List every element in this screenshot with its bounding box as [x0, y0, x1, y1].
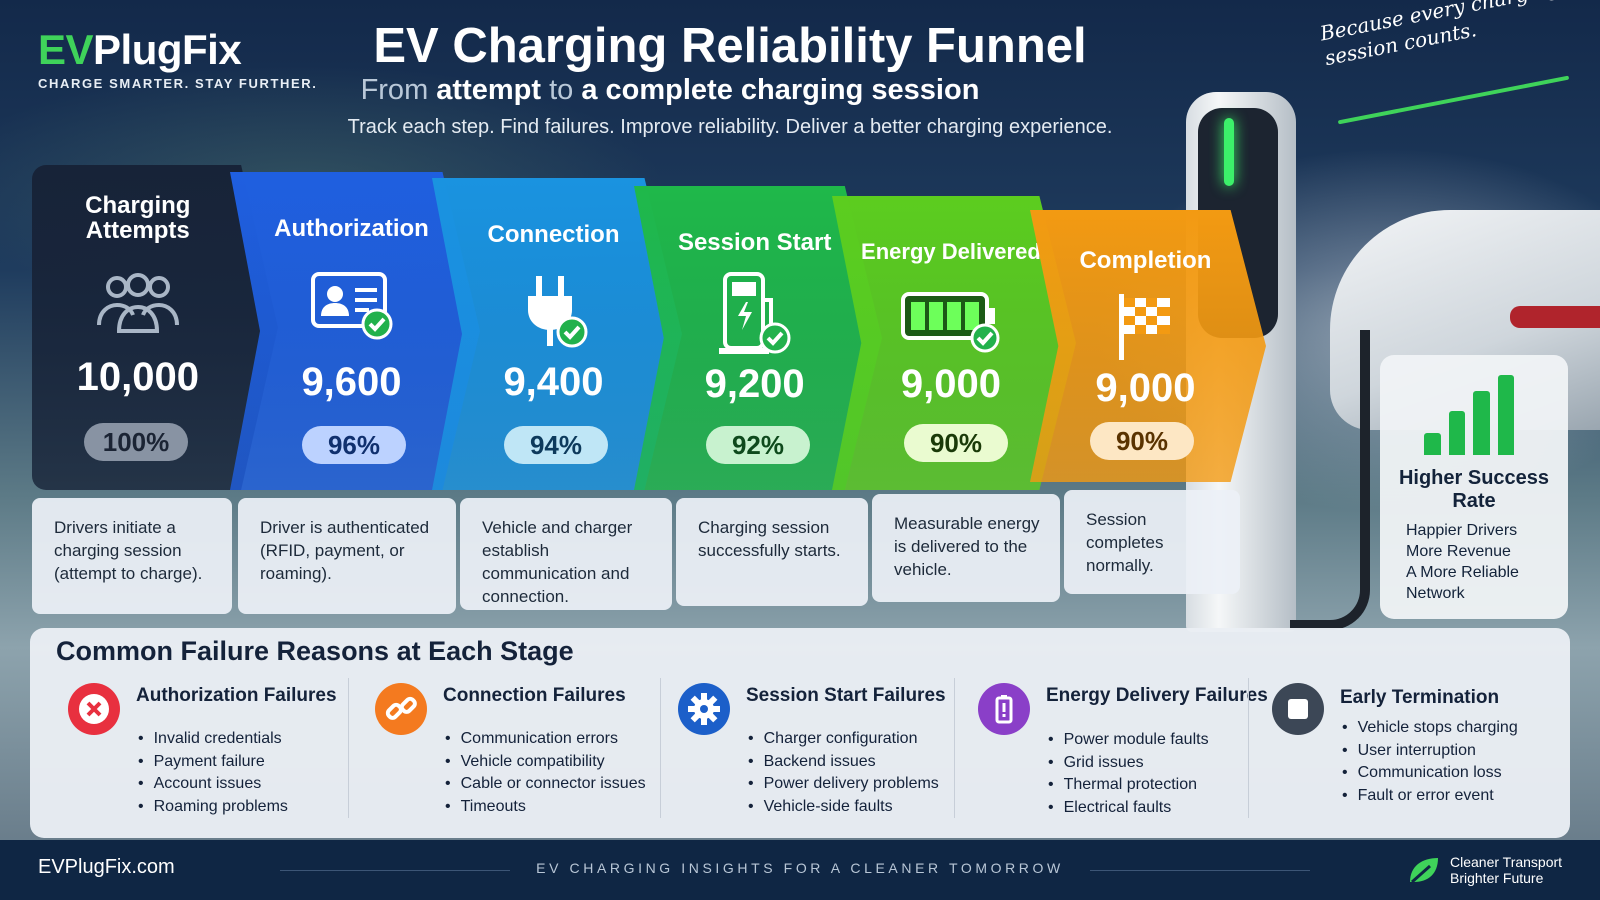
failure-group-session-start: Session Start Failures Charger configura…: [678, 683, 958, 828]
failure-list: Communication errorsVehicle compatibilit…: [445, 728, 646, 818]
stage-count: 9,200: [704, 362, 805, 406]
stage-title: Authorization: [274, 215, 429, 242]
stage-description: Vehicle and charger establish communicat…: [460, 498, 672, 610]
page-subtitle: From attempt to a complete charging sess…: [360, 74, 980, 106]
failure-heading: Common Failure Reasons at Each Stage: [56, 636, 574, 666]
stage-description: Session completes normally.: [1064, 490, 1240, 594]
charging-station-check-icon: [648, 270, 861, 358]
failure-group-energy-delivery: Energy Delivery Failures Power module fa…: [978, 683, 1268, 828]
bar-chart-icon: [1424, 375, 1514, 455]
footer-rule: [1090, 870, 1310, 871]
x-circle-icon: [68, 683, 120, 735]
car-taillight: [1510, 306, 1600, 328]
battery-warning-icon: [978, 683, 1030, 735]
success-rate-card: Higher Success Rate Happier Drivers More…: [1380, 355, 1568, 619]
broken-link-icon: [375, 683, 427, 735]
charger-cable: [1290, 330, 1370, 630]
checkered-flag-icon: [1044, 292, 1247, 362]
stage-count: 9,400: [503, 360, 604, 404]
stage-title: Connection: [487, 221, 620, 248]
failure-title: Session Start Failures: [746, 685, 946, 706]
logo-wordmark: EVPlugFix: [38, 26, 242, 73]
stage-title: Charging Attempts: [85, 192, 191, 245]
stage-title: Session Start: [677, 229, 832, 256]
divider: [1248, 678, 1249, 818]
footer-rule: [280, 870, 510, 871]
stage-percent: 94%: [504, 426, 608, 464]
failure-list: Vehicle stops chargingUser interruptionC…: [1342, 717, 1518, 807]
page-tagline: Track each step. Find failures. Improve …: [347, 116, 1113, 138]
id-card-check-icon: [244, 268, 459, 340]
stage-description: Measurable energy is delivered to the ve…: [872, 494, 1060, 602]
people-icon: [32, 273, 244, 337]
stage-count: 9,000: [900, 362, 1001, 406]
brand-logo: EVPlugFix CHARGE SMARTER. STAY FURTHER.: [38, 26, 317, 91]
stage-description: Drivers initiate a charging session (att…: [32, 498, 232, 614]
footer-site-link[interactable]: EVPlugFix.com: [38, 856, 175, 878]
stage-charging-attempts: Charging Attempts 10,000 100%: [32, 165, 278, 490]
stage-session-start: Session Start 9,200 92%: [634, 186, 882, 490]
failure-list: Charger configurationBackend issuesPower…: [748, 728, 939, 818]
stage-percent: 96%: [302, 426, 406, 464]
failure-title: Early Termination: [1340, 687, 1500, 708]
failure-title: Authorization Failures: [136, 685, 337, 706]
failure-title: Connection Failures: [443, 685, 626, 706]
divider: [348, 678, 349, 818]
failure-list: Invalid credentialsPayment failureAccoun…: [138, 728, 288, 818]
gear-icon: [678, 683, 730, 735]
page-title: EV Charging Reliability Funnel: [373, 19, 1087, 73]
stage-count: 9,000: [1095, 366, 1196, 410]
stage-count: 10,000: [76, 355, 199, 399]
stage-connection: Connection 9,400 94%: [432, 178, 682, 490]
stage-percent: 100%: [84, 423, 188, 461]
footer: EVPlugFix.com EV CHARGING INSIGHTS FOR A…: [0, 840, 1600, 900]
footer-tagline: EV CHARGING INSIGHTS FOR A CLEANER TOMOR…: [536, 860, 1064, 876]
stage-energy-delivered: Energy Delivered 9,000 90%: [832, 196, 1076, 490]
stage-completion: Completion 9,000 90%: [1030, 210, 1266, 482]
stage-percent: 92%: [706, 426, 810, 464]
stage-description: Driver is authenticated (RFID, payment, …: [238, 498, 456, 614]
stage-count: 9,600: [301, 360, 402, 404]
divider: [660, 678, 661, 818]
battery-check-icon: [846, 284, 1056, 356]
stage-title: Energy Delivered: [861, 239, 1041, 264]
charger-led: [1224, 118, 1234, 186]
divider: [954, 678, 955, 818]
failure-list: Power module faultsGrid issuesThermal pr…: [1048, 729, 1209, 819]
failure-title: Energy Delivery Failures: [1046, 685, 1268, 706]
failure-group-authorization: Authorization Failures Invalid credentia…: [68, 683, 368, 828]
brand-tagline: CHARGE SMARTER. STAY FURTHER.: [38, 76, 318, 91]
failure-group-early-termination: Early Termination Vehicle stops charging…: [1272, 683, 1562, 828]
success-benefits: Happier Drivers More Revenue A More Reli…: [1406, 522, 1519, 602]
failure-reasons-panel: Common Failure Reasons at Each Stage Aut…: [30, 628, 1570, 838]
stage-percent: 90%: [1090, 422, 1194, 460]
plug-check-icon: [446, 272, 661, 352]
stop-icon: [1272, 683, 1324, 735]
stage-authorization: Authorization 9,600 96%: [230, 172, 480, 490]
stage-percent: 90%: [904, 424, 1008, 462]
leaf-icon: [1406, 854, 1442, 891]
stage-description: Charging session successfully starts.: [676, 498, 868, 606]
failure-group-connection: Connection Failures Communication errors…: [375, 683, 675, 828]
stage-title: Completion: [1079, 247, 1212, 274]
success-title: Higher Success Rate: [1398, 467, 1550, 512]
footer-slogan: Cleaner Transport Brighter Future: [1450, 854, 1563, 886]
